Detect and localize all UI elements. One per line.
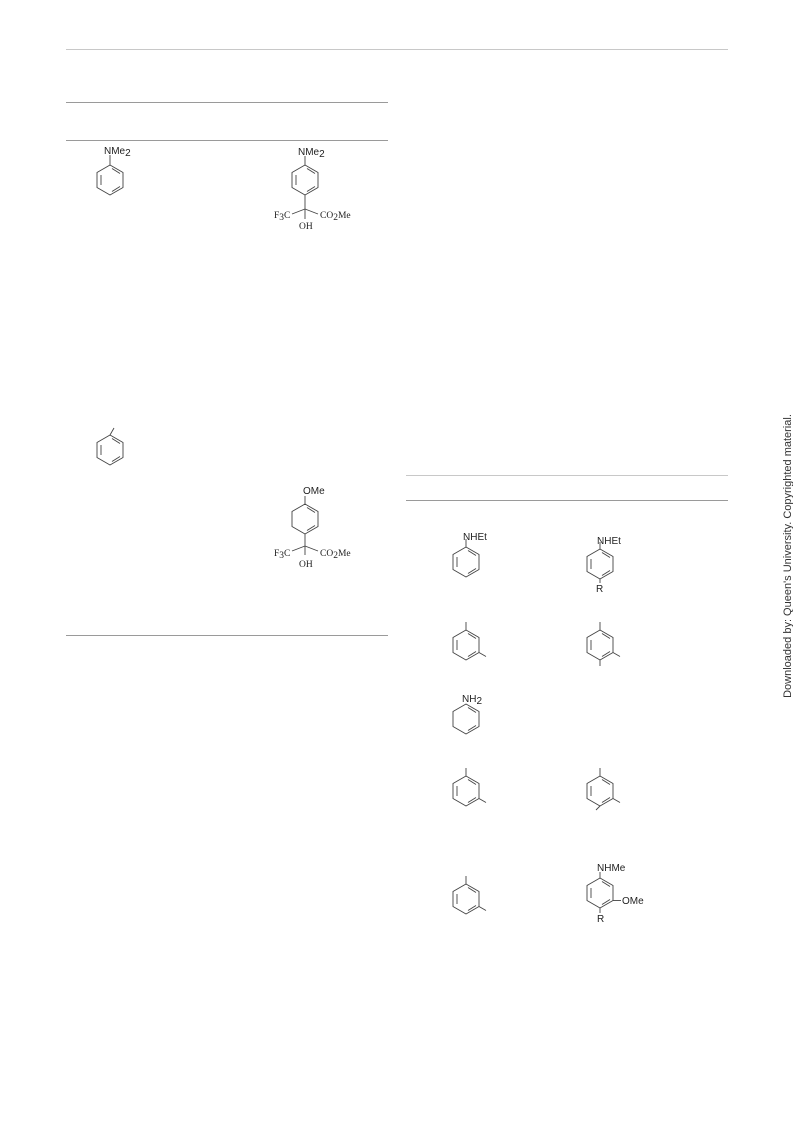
download-watermark: Downloaded by: Queen's University. Copyr… — [782, 414, 793, 698]
dimethylamino-product-structure: NMe2 F3C CO2Me OH — [274, 147, 351, 232]
right-table-top-rule — [406, 475, 728, 476]
methoxy-product-structure: OMe F3C CO2Me OH — [274, 486, 351, 570]
hydroxyl-label: OH — [299, 560, 313, 570]
n-methyl-methoxy-aniline-structure: NHMe OMe R — [586, 863, 644, 925]
nhet-label: NHEt — [597, 536, 621, 547]
m-xylene-fragment-structure — [452, 768, 487, 807]
right-table-header-rule — [406, 500, 728, 501]
left-table-header-rule — [66, 140, 388, 141]
r-group-label: R — [596, 584, 603, 595]
left-table-bottom-rule — [66, 635, 388, 636]
left-table-top-rule — [66, 102, 388, 103]
ome-top-label: OMe — [303, 486, 325, 497]
ester-label: CO2Me — [320, 549, 351, 561]
nhme-label: NHMe — [597, 863, 626, 874]
nme2-top-label: NMe2 — [298, 147, 325, 160]
n-ethylaniline-structure: NHEt — [452, 532, 487, 578]
dimethylaniline-structure: NMe2 — [96, 146, 131, 196]
r-group-label: R — [597, 914, 604, 925]
hydroxyl-label: OH — [299, 222, 313, 232]
header-rule — [66, 49, 728, 50]
nh2-label: NH2 — [462, 694, 482, 707]
cf3-label: F3C — [274, 211, 290, 223]
cf3-label: F3C — [274, 549, 290, 561]
ome-label: OMe — [622, 896, 644, 907]
dimethylamino-label: NMe2 — [104, 146, 131, 159]
toluene-fragment-structure — [96, 427, 124, 466]
aniline-structure: NH2 — [452, 694, 482, 735]
nhet-label: NHEt — [463, 532, 487, 543]
n-ethylaniline-r-structure: NHEt R — [586, 536, 621, 595]
ester-label: CO2Me — [320, 211, 351, 223]
m-xylene-fragment-structure — [452, 622, 487, 661]
trimethyl-fragment-structure — [586, 768, 621, 811]
trimethyl-fragment-structure — [586, 622, 621, 666]
m-xylene-fragment-structure — [452, 876, 487, 915]
